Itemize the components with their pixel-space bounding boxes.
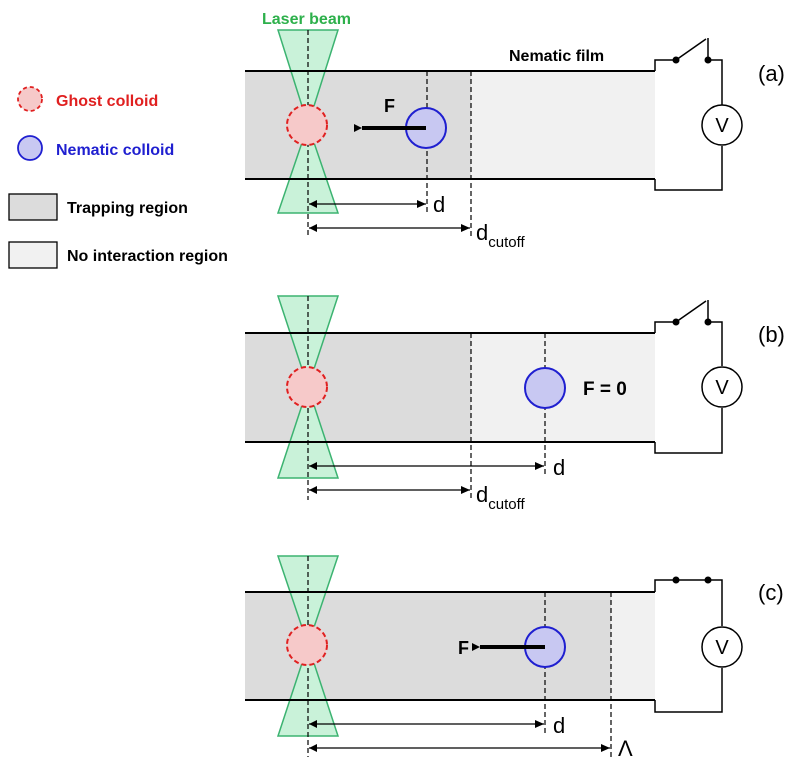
panel-b: F = 0 d dcutoff V (b)	[245, 295, 785, 513]
switch-lever-open	[675, 38, 707, 61]
legend-no-interaction-swatch	[8, 241, 58, 269]
distance-label: d	[553, 455, 565, 480]
legend-trapping-swatch	[8, 193, 58, 221]
voltmeter-icon	[701, 626, 743, 668]
trapping-region	[245, 333, 471, 442]
legend-no-interaction-label: No interaction region	[67, 248, 228, 265]
distance-label: d	[433, 192, 445, 217]
switch-lever-open	[675, 300, 707, 323]
switch-contact-left	[672, 56, 680, 64]
nematic-film-label: Nematic film	[509, 48, 604, 65]
legend-nematic-label: Nematic colloid	[56, 142, 174, 159]
switch-contact-left	[672, 576, 680, 584]
nematic-colloid	[524, 367, 566, 409]
force-label: F	[458, 638, 469, 658]
voltmeter-icon	[701, 104, 743, 146]
switch-contact-right	[704, 318, 712, 326]
lambda-label: Λ	[618, 736, 633, 757]
panel-a: F d dcutoff V (a)	[245, 29, 785, 251]
ghost-colloid	[286, 624, 328, 666]
panel-label: (b)	[758, 322, 785, 347]
panel-label: (c)	[758, 580, 784, 605]
switch-contact-right	[704, 56, 712, 64]
no-interaction-region	[611, 592, 655, 700]
ghost-colloid	[286, 104, 328, 146]
cutoff-label: dcutoff	[476, 220, 525, 251]
voltmeter-label: V	[715, 377, 729, 399]
cutoff-label: dcutoff	[476, 482, 525, 513]
legend-ghost-colloid-icon	[17, 86, 43, 112]
voltmeter-label: V	[715, 115, 729, 137]
voltmeter-icon	[701, 366, 743, 408]
switch-contact-right	[704, 576, 712, 584]
legend: Ghost colloid Nematic colloid Trapping r…	[8, 86, 228, 269]
circuit-wire	[654, 300, 723, 454]
force-zero-label: F = 0	[583, 379, 627, 400]
distance-label: d	[553, 713, 565, 738]
panel-label: (a)	[758, 61, 785, 86]
circuit-wire	[654, 579, 723, 713]
laser-beam-label: Laser beam	[262, 11, 351, 28]
voltmeter-label: V	[715, 637, 729, 659]
panel-c: F d Λ V (c)	[245, 555, 784, 757]
legend-ghost-label: Ghost colloid	[56, 93, 158, 110]
circuit-wire	[654, 38, 723, 191]
legend-trapping-label: Trapping region	[67, 200, 188, 217]
ghost-colloid	[286, 366, 328, 408]
force-label: F	[384, 96, 395, 116]
switch-contact-left	[672, 318, 680, 326]
no-interaction-region	[471, 71, 655, 179]
legend-nematic-colloid-icon	[17, 135, 43, 161]
